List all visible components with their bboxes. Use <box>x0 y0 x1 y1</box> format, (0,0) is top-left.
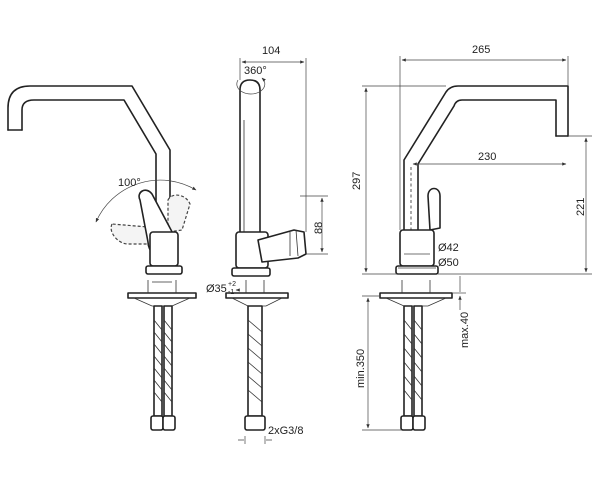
left-side-view: 100° <box>8 86 196 430</box>
label-d42: Ø42 <box>438 242 459 254</box>
label-height-297: 297 <box>351 172 363 190</box>
lever-right <box>428 189 440 231</box>
label-width-265: 265 <box>472 44 490 56</box>
spout-tube-front <box>240 80 260 236</box>
right-side-view: 265 230 297 221 Ø42 Ø50 min.3 <box>351 44 592 430</box>
label-base-diameter: Ø35 <box>206 283 227 295</box>
label-rotation-360: 360° <box>244 65 267 77</box>
hoses-front <box>245 306 265 430</box>
label-spout-221: 221 <box>575 198 587 216</box>
deck-plate-left <box>128 293 196 298</box>
label-hoses-350: min.350 <box>355 349 367 388</box>
hoses-right <box>401 306 425 430</box>
mixer-body-right <box>400 230 434 266</box>
label-deck-40: max.40 <box>459 312 471 348</box>
label-width-104: 104 <box>262 45 280 57</box>
front-view: 104 360° 88 Ø35 +2 -1 2xG3/8 <box>206 45 328 444</box>
deck-plate-front <box>226 293 288 298</box>
hoses-left <box>151 306 175 430</box>
label-base-tol-minus: -1 <box>228 289 234 296</box>
deck-plate-right <box>380 293 452 298</box>
label-d50: Ø50 <box>438 257 459 269</box>
label-angle-100: 100° <box>118 177 141 189</box>
label-height-88: 88 <box>313 222 325 234</box>
mixer-body-left <box>150 232 178 266</box>
label-base-tol-plus: +2 <box>228 281 236 288</box>
label-hoses: 2xG3/8 <box>268 425 303 437</box>
lever-ghost-back <box>168 195 190 232</box>
label-reach-230: 230 <box>478 151 496 163</box>
